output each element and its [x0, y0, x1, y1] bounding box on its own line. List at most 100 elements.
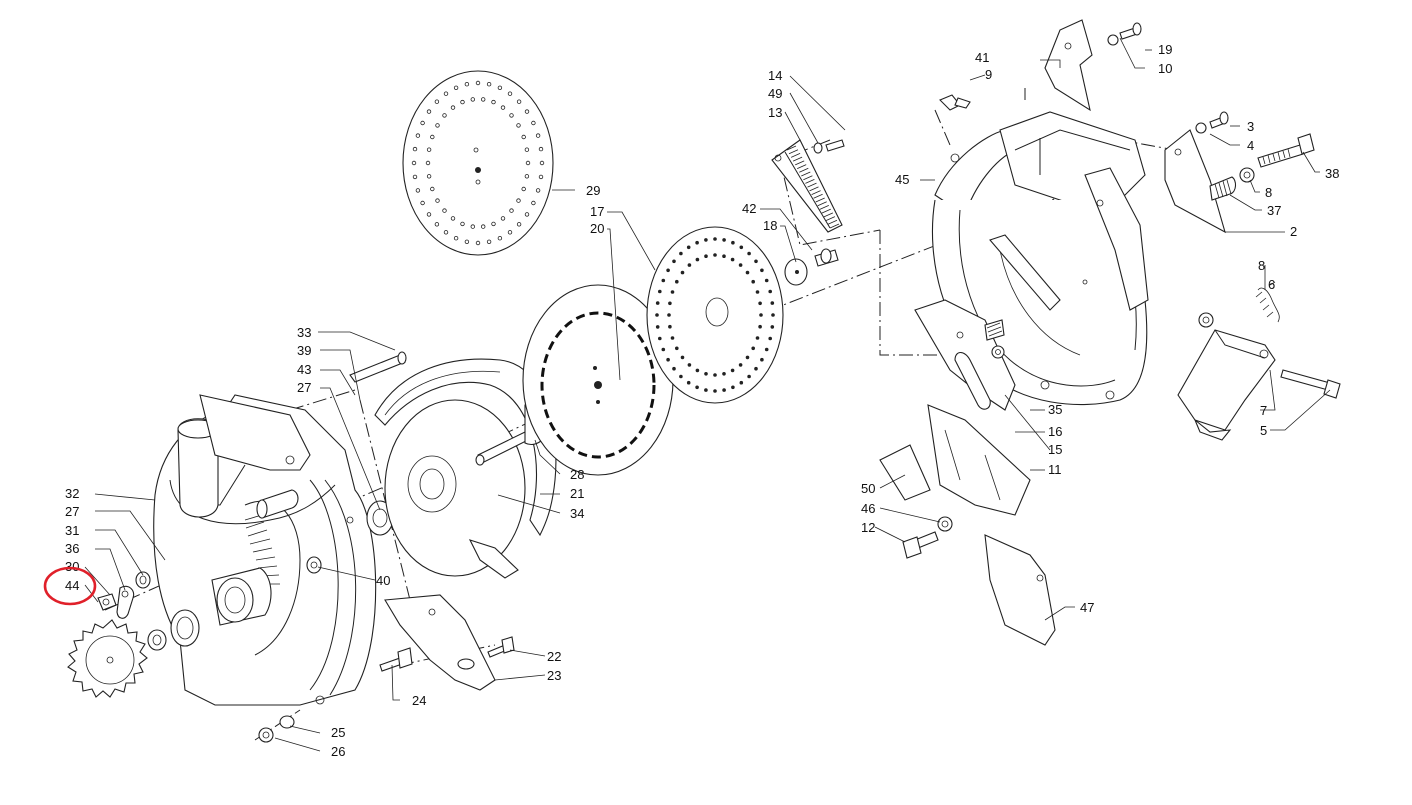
disc-hole [672, 366, 676, 371]
disc-hole [426, 147, 432, 152]
disc-hole [679, 374, 683, 379]
disc-hole [758, 301, 762, 306]
disc-hole [661, 347, 666, 352]
disc-hole [695, 385, 699, 390]
disc-hole [686, 245, 691, 250]
disc-hole [751, 346, 755, 351]
disc-hole [464, 239, 470, 244]
disc-hole [524, 212, 530, 217]
disc-hole [730, 368, 735, 373]
label-15: 15 [1048, 442, 1062, 457]
disc-hole [411, 160, 417, 166]
disc-hole [531, 200, 536, 206]
disc-hole [713, 373, 717, 377]
disc-hole [535, 188, 541, 193]
disc-hole [460, 99, 465, 105]
disc-hole [747, 251, 751, 256]
label-6: 6 [1268, 277, 1275, 292]
label-19: 19 [1158, 42, 1172, 57]
disc-hole [516, 123, 521, 128]
disc-hole [713, 237, 717, 241]
label-17: 17 [590, 204, 604, 219]
disc-hole [722, 372, 726, 376]
disc-hole [658, 336, 662, 341]
disc-hole [491, 221, 496, 227]
brush-bristle [797, 164, 807, 169]
brush-bristle [795, 160, 805, 166]
label-24: 24 [412, 693, 426, 708]
disc-hole [481, 224, 486, 229]
disc-hole [434, 222, 440, 227]
label-18: 18 [763, 218, 777, 233]
disc-hole [486, 239, 492, 244]
disc-hole [731, 385, 735, 390]
label-42: 42 [742, 201, 756, 216]
disc-hole [747, 374, 751, 379]
label-34: 34 [570, 506, 584, 521]
label-36: 36 [65, 541, 79, 556]
disc-hole [655, 313, 659, 317]
brush-bristle [823, 212, 834, 218]
disc-hole [738, 363, 743, 367]
disc-hole [425, 160, 431, 166]
brush-bristle [788, 149, 799, 155]
label-33: 33 [297, 325, 311, 340]
leader-lines [84, 37, 1331, 752]
center-right-plates [879, 299, 1056, 646]
disc-hole [661, 278, 666, 283]
disc-hole [539, 160, 545, 166]
brush-bristle [799, 167, 809, 173]
disc-hole [470, 97, 475, 102]
brush-strip [771, 139, 845, 233]
disc-hole [764, 347, 769, 352]
label-49: 49 [768, 86, 782, 101]
disc-hole [764, 278, 769, 283]
right-bracket [1177, 287, 1341, 441]
disc-hole [704, 388, 708, 392]
side-plate [1164, 129, 1237, 234]
brush-bristle [811, 190, 821, 195]
disc-hole [745, 270, 750, 275]
disc-hole [679, 251, 683, 256]
disc-hole [470, 224, 475, 229]
label-2: 2 [1290, 224, 1297, 239]
disc-hole [672, 259, 676, 264]
disc-hole [739, 380, 744, 385]
disc-hole [460, 221, 465, 227]
label-27b: 27 [65, 504, 79, 519]
label-13: 13 [768, 105, 782, 120]
disc-hole [760, 268, 764, 273]
disc-hole [497, 85, 503, 90]
label-35: 35 [1048, 402, 1062, 417]
disc-hole [695, 368, 700, 373]
disc-hole [768, 336, 772, 341]
brush-bristle [813, 193, 823, 199]
bracket-plate [384, 594, 496, 691]
label-46: 46 [861, 501, 875, 516]
brush-bristle [801, 171, 811, 177]
disc-hole [426, 212, 432, 217]
disc-hole [524, 147, 530, 152]
label-32: 32 [65, 486, 79, 501]
disc-hole [516, 99, 522, 104]
disc-hole [755, 290, 760, 294]
label-25: 25 [331, 725, 345, 740]
disc-hole [759, 313, 763, 317]
disc-hole [658, 289, 662, 294]
disc-hole [754, 366, 758, 371]
disc-hole [754, 259, 758, 264]
label-16: 16 [1048, 424, 1062, 439]
disc-hole [687, 363, 692, 367]
label-43: 43 [297, 362, 311, 377]
brush-bristle [815, 197, 825, 203]
disc-hole [509, 208, 514, 213]
disc-hole [738, 263, 743, 267]
disc-hole [521, 186, 526, 192]
disc-hole [538, 146, 544, 152]
brush-bristle [817, 201, 827, 207]
seed-plate-dashed [522, 284, 674, 476]
brush-bristle [829, 223, 840, 229]
disc-hole [497, 235, 503, 241]
